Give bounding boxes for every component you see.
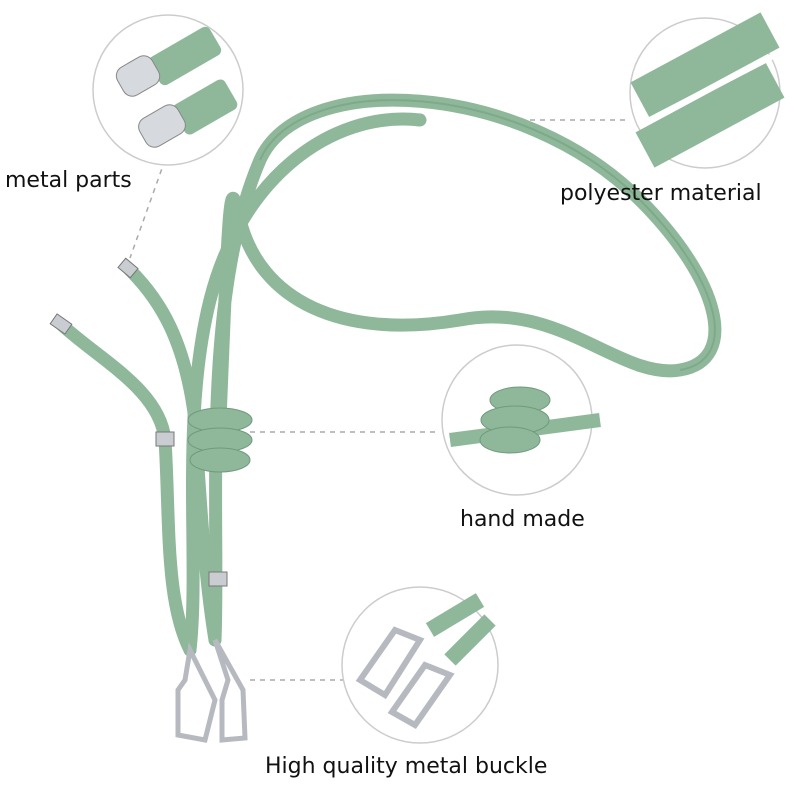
callout-lines bbox=[129, 119, 630, 681]
buckles bbox=[175, 638, 248, 743]
callout-line-metal-parts bbox=[129, 159, 166, 259]
label-metal-buckle: High quality metal buckle bbox=[265, 754, 548, 779]
knot bbox=[187, 407, 253, 473]
label-polyester-material: polyester material bbox=[560, 181, 762, 206]
label-metal-parts: metal parts bbox=[5, 168, 132, 193]
inset-hand-made bbox=[441, 344, 601, 496]
inset-metal-buckle bbox=[341, 586, 499, 744]
metal-parts bbox=[49, 257, 228, 587]
inset-metal-parts bbox=[92, 14, 244, 166]
label-hand-made: hand made bbox=[460, 507, 585, 532]
inset-polyester-material bbox=[629, 12, 785, 169]
